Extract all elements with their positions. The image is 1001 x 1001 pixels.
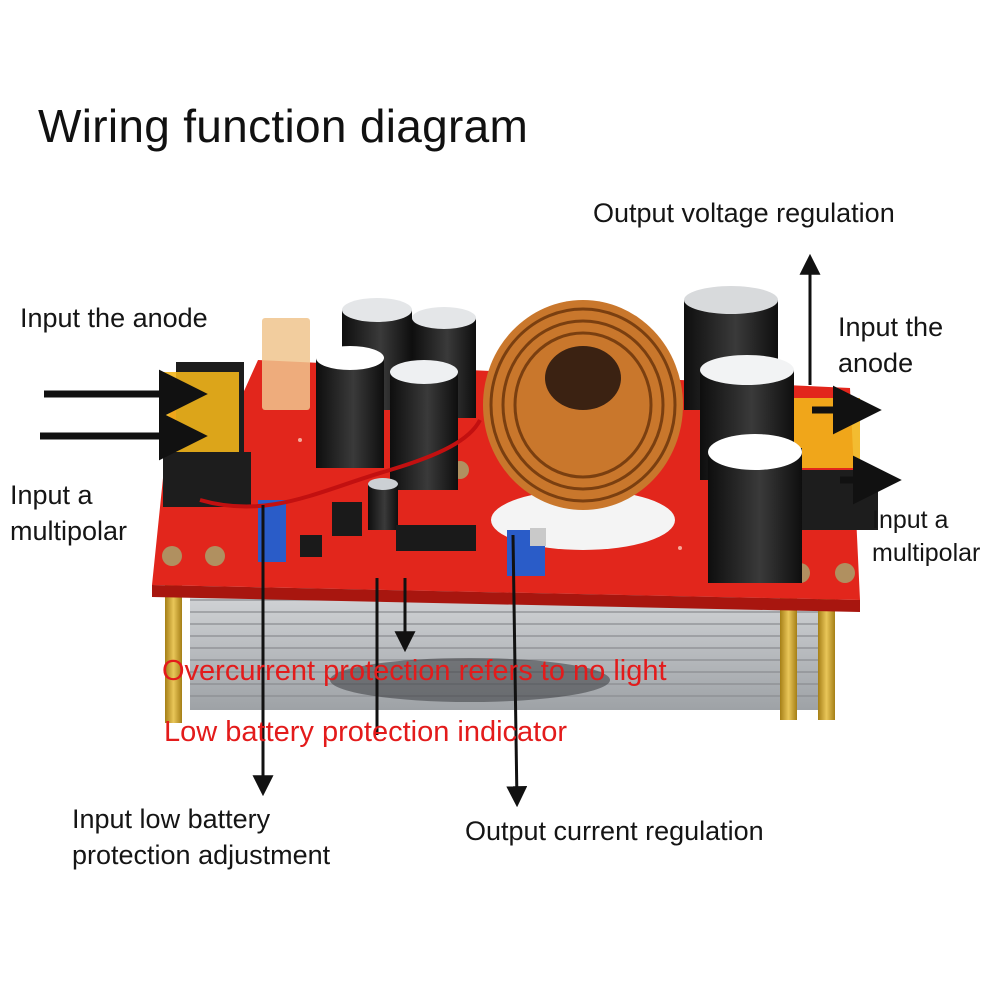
label-input-multipolar-left-line1: Input a <box>10 480 93 510</box>
label-input-multipolar-right-line2: multipolar <box>872 539 981 567</box>
page-title: Wiring function diagram <box>38 100 529 152</box>
output-arrows <box>812 385 902 505</box>
label-input-anode-right-line1: Input the <box>838 312 944 342</box>
label-input-multipolar-left: Input a multipolar <box>10 478 127 549</box>
input-arrows <box>40 369 208 461</box>
label-input-anode-right: Input the anode <box>838 310 943 381</box>
label-input-anode-right-line2: anode <box>838 347 914 378</box>
label-low-battery-adjustment-line2: protection adjustment <box>72 839 331 870</box>
label-input-multipolar-right: Input a multipolar <box>872 504 980 570</box>
label-overcurrent-indicator: Overcurrent protection refers to no ligh… <box>162 655 667 687</box>
output-capacitors <box>684 286 802 583</box>
red-jumper-wire <box>199 419 482 509</box>
toroid-inductor <box>483 300 683 550</box>
label-low-battery-adjustment-line1: Input low battery <box>72 804 271 834</box>
standoff-posts <box>165 575 835 723</box>
control-ics <box>300 502 476 557</box>
pointer-lines <box>252 253 821 808</box>
label-low-battery-indicator: Low battery protection indicator <box>164 716 567 748</box>
label-input-multipolar-left-line2: multipolar <box>10 515 128 546</box>
label-output-voltage-regulation: Output voltage regulation <box>593 198 895 228</box>
output-terminal-block <box>790 398 878 530</box>
input-capacitors <box>316 298 476 530</box>
label-output-current-regulation: Output current regulation <box>465 816 764 846</box>
label-low-battery-adjustment: Input low battery protection adjustment <box>72 802 330 873</box>
fuse <box>262 318 310 410</box>
label-input-anode-left: Input the anode <box>20 303 208 333</box>
label-input-multipolar-right-line1: Input a <box>872 506 949 534</box>
